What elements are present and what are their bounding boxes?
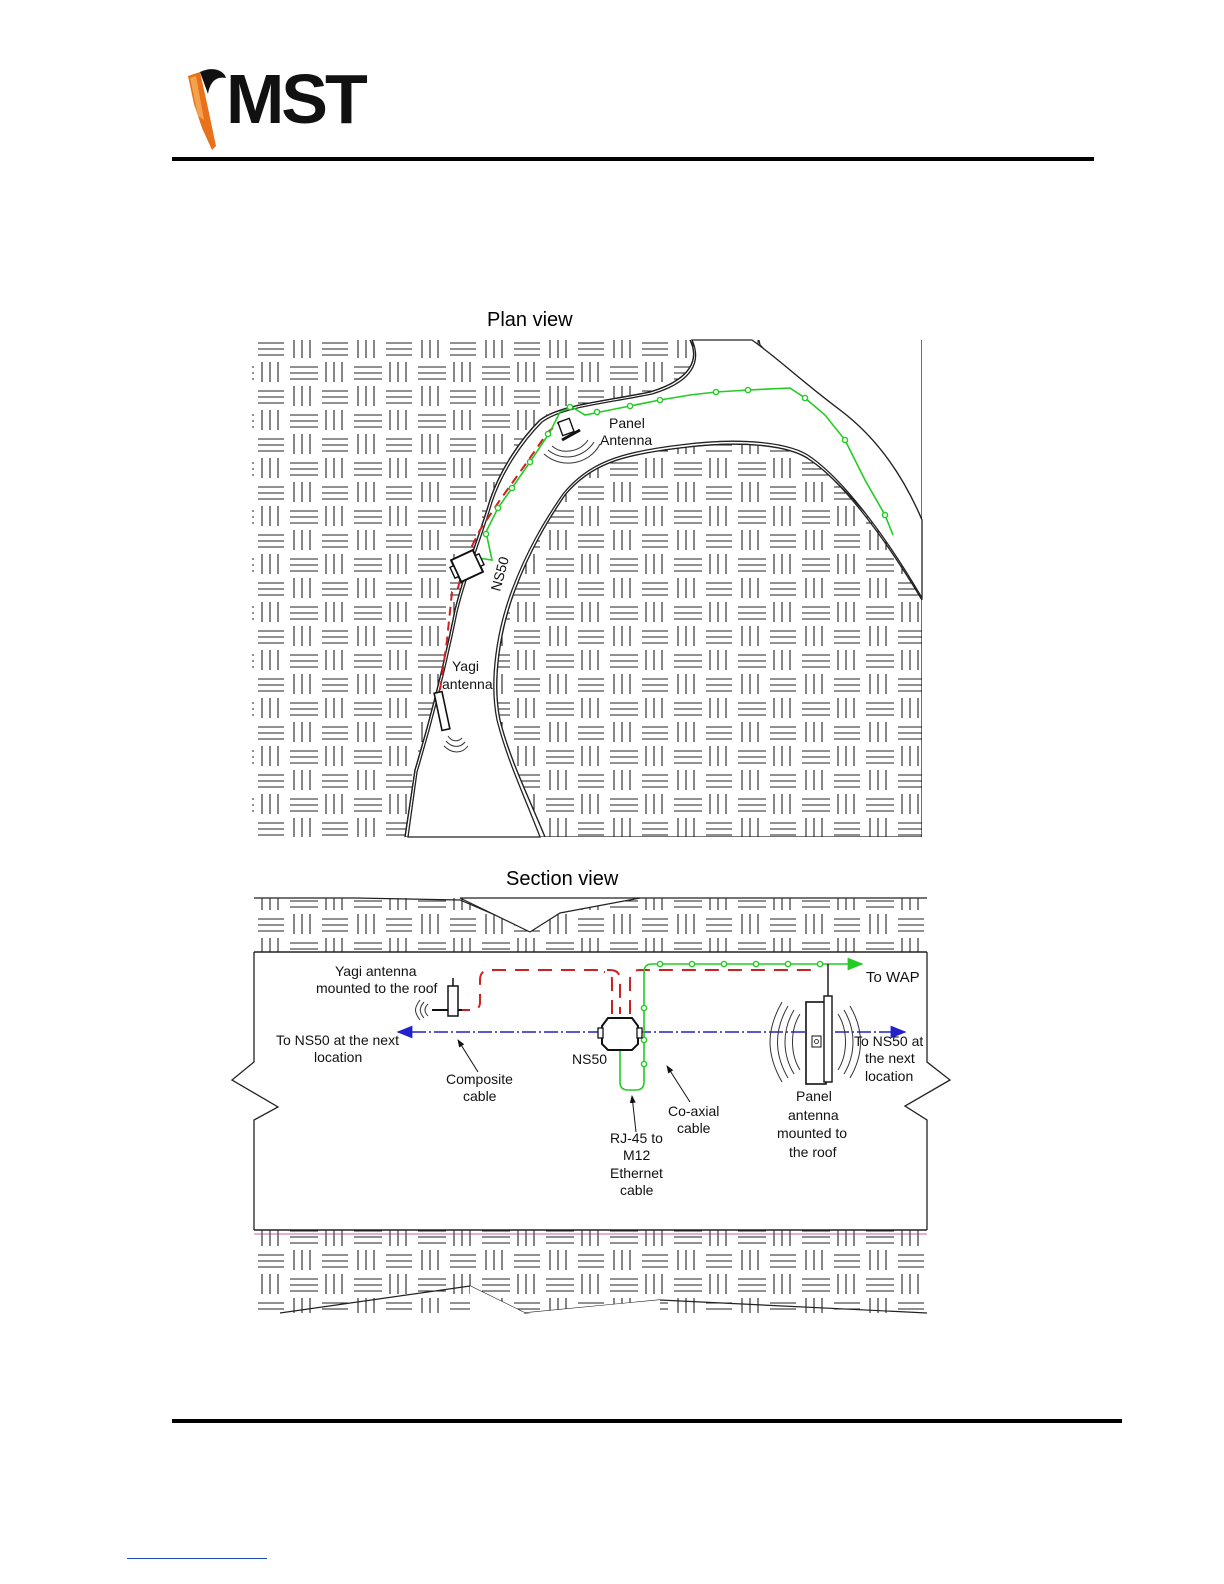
rj45-leader — [632, 1096, 636, 1132]
section-break-left — [232, 952, 278, 1230]
plan-label-yagi-1: Yagi — [452, 658, 479, 674]
section-label-coax-1: Co-axial — [668, 1103, 719, 1119]
coax-leader — [667, 1066, 690, 1102]
section-label-rj45-4: cable — [620, 1182, 654, 1198]
section-label-to-ns50-right-3: location — [865, 1068, 913, 1084]
section-label-to-ns50-left-1: To NS50 at the next — [276, 1032, 399, 1048]
section-floor-rock — [254, 1230, 927, 1313]
footer-link-underline — [127, 1558, 267, 1559]
section-view: Yagi antenna mounted to the roof To WAP … — [232, 898, 950, 1313]
section-label-to-wap: To WAP — [866, 969, 920, 986]
section-ns50-device — [598, 1018, 642, 1050]
section-ethernet-nodes — [641, 961, 822, 1066]
section-label-panel-2: antenna — [788, 1107, 839, 1123]
section-label-composite-2: cable — [463, 1088, 497, 1104]
section-label-yagi-1: Yagi antenna — [335, 963, 417, 979]
section-label-to-ns50-right-1: To NS50 at — [854, 1033, 923, 1049]
section-label-to-ns50-left-2: location — [314, 1049, 362, 1065]
footer-divider — [172, 1419, 1122, 1423]
section-coax-cable — [456, 970, 820, 1014]
section-label-yagi-2: mounted to the roof — [316, 980, 438, 996]
section-panel-antenna — [770, 996, 861, 1084]
plan-label-yagi-2: antenna — [442, 676, 493, 692]
plan-view: Panel Antenna NS50 Yagi antenna — [252, 300, 922, 837]
plan-label-panel-antenna-2: Antenna — [600, 432, 652, 448]
section-label-ns50: NS50 — [572, 1051, 607, 1067]
section-label-panel-4: the roof — [789, 1144, 837, 1160]
section-label-panel-1: Panel — [796, 1088, 832, 1104]
section-label-panel-3: mounted to — [777, 1125, 847, 1141]
plan-label-panel-antenna-1: Panel — [609, 415, 645, 431]
section-label-to-ns50-right-2: the next — [865, 1050, 915, 1066]
section-label-rj45-2: M12 — [623, 1147, 650, 1163]
composite-leader — [458, 1040, 478, 1072]
section-label-rj45-3: Ethernet — [610, 1165, 663, 1181]
section-label-rj45-1: RJ-45 to — [610, 1130, 663, 1146]
section-label-coax-2: cable — [677, 1120, 711, 1136]
section-label-composite-1: Composite — [446, 1071, 513, 1087]
section-break-right — [905, 952, 950, 1230]
